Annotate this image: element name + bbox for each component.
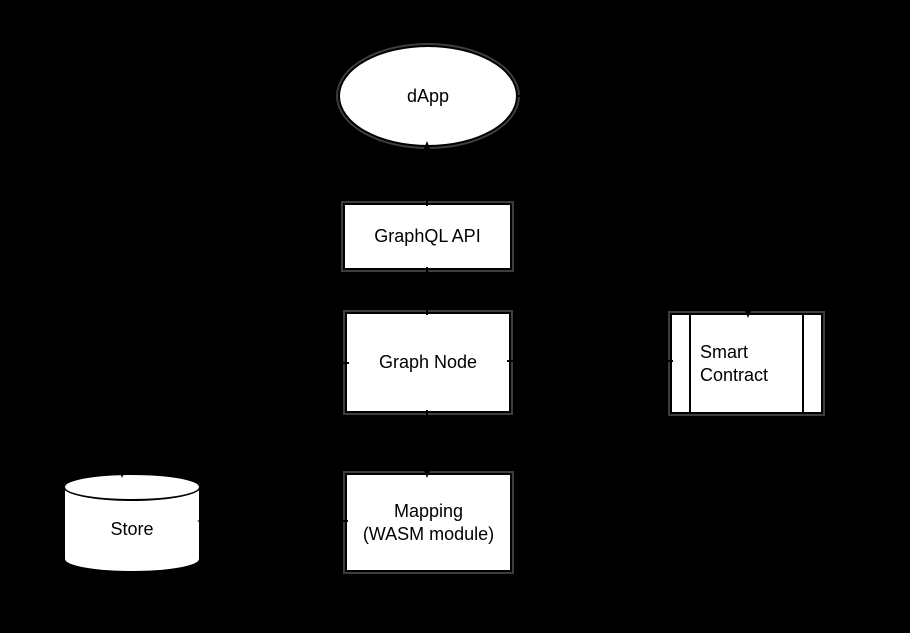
node-graphql-api-label: GraphQL API <box>374 226 481 247</box>
node-graph-node-label: Graph Node <box>378 352 478 373</box>
node-mapping-label-line2: (WASM module) <box>362 523 495 544</box>
node-graph-node: Graph Node <box>345 312 511 413</box>
node-store: Store <box>63 473 201 573</box>
node-graphql-api: GraphQL API <box>343 203 512 270</box>
smart-contract-left-bar <box>689 315 691 412</box>
node-store-label: Store <box>110 518 154 539</box>
store-cylinder-top <box>63 473 201 501</box>
node-dapp-label: dApp <box>406 85 450 106</box>
edge-graphnode-to-store <box>121 362 349 468</box>
store-cylinder-body: Store <box>63 487 201 573</box>
node-mapping-label-line1: Mapping <box>393 501 464 521</box>
node-smart-contract-label: Smart Contract <box>700 342 769 385</box>
node-mapping: Mapping (WASM module) <box>345 473 512 572</box>
node-smart-contract: Smart Contract <box>670 313 823 414</box>
node-dapp: dApp <box>338 45 518 147</box>
smart-contract-right-bar <box>802 315 804 412</box>
edge-dapp-to-smartcontract <box>518 95 749 308</box>
